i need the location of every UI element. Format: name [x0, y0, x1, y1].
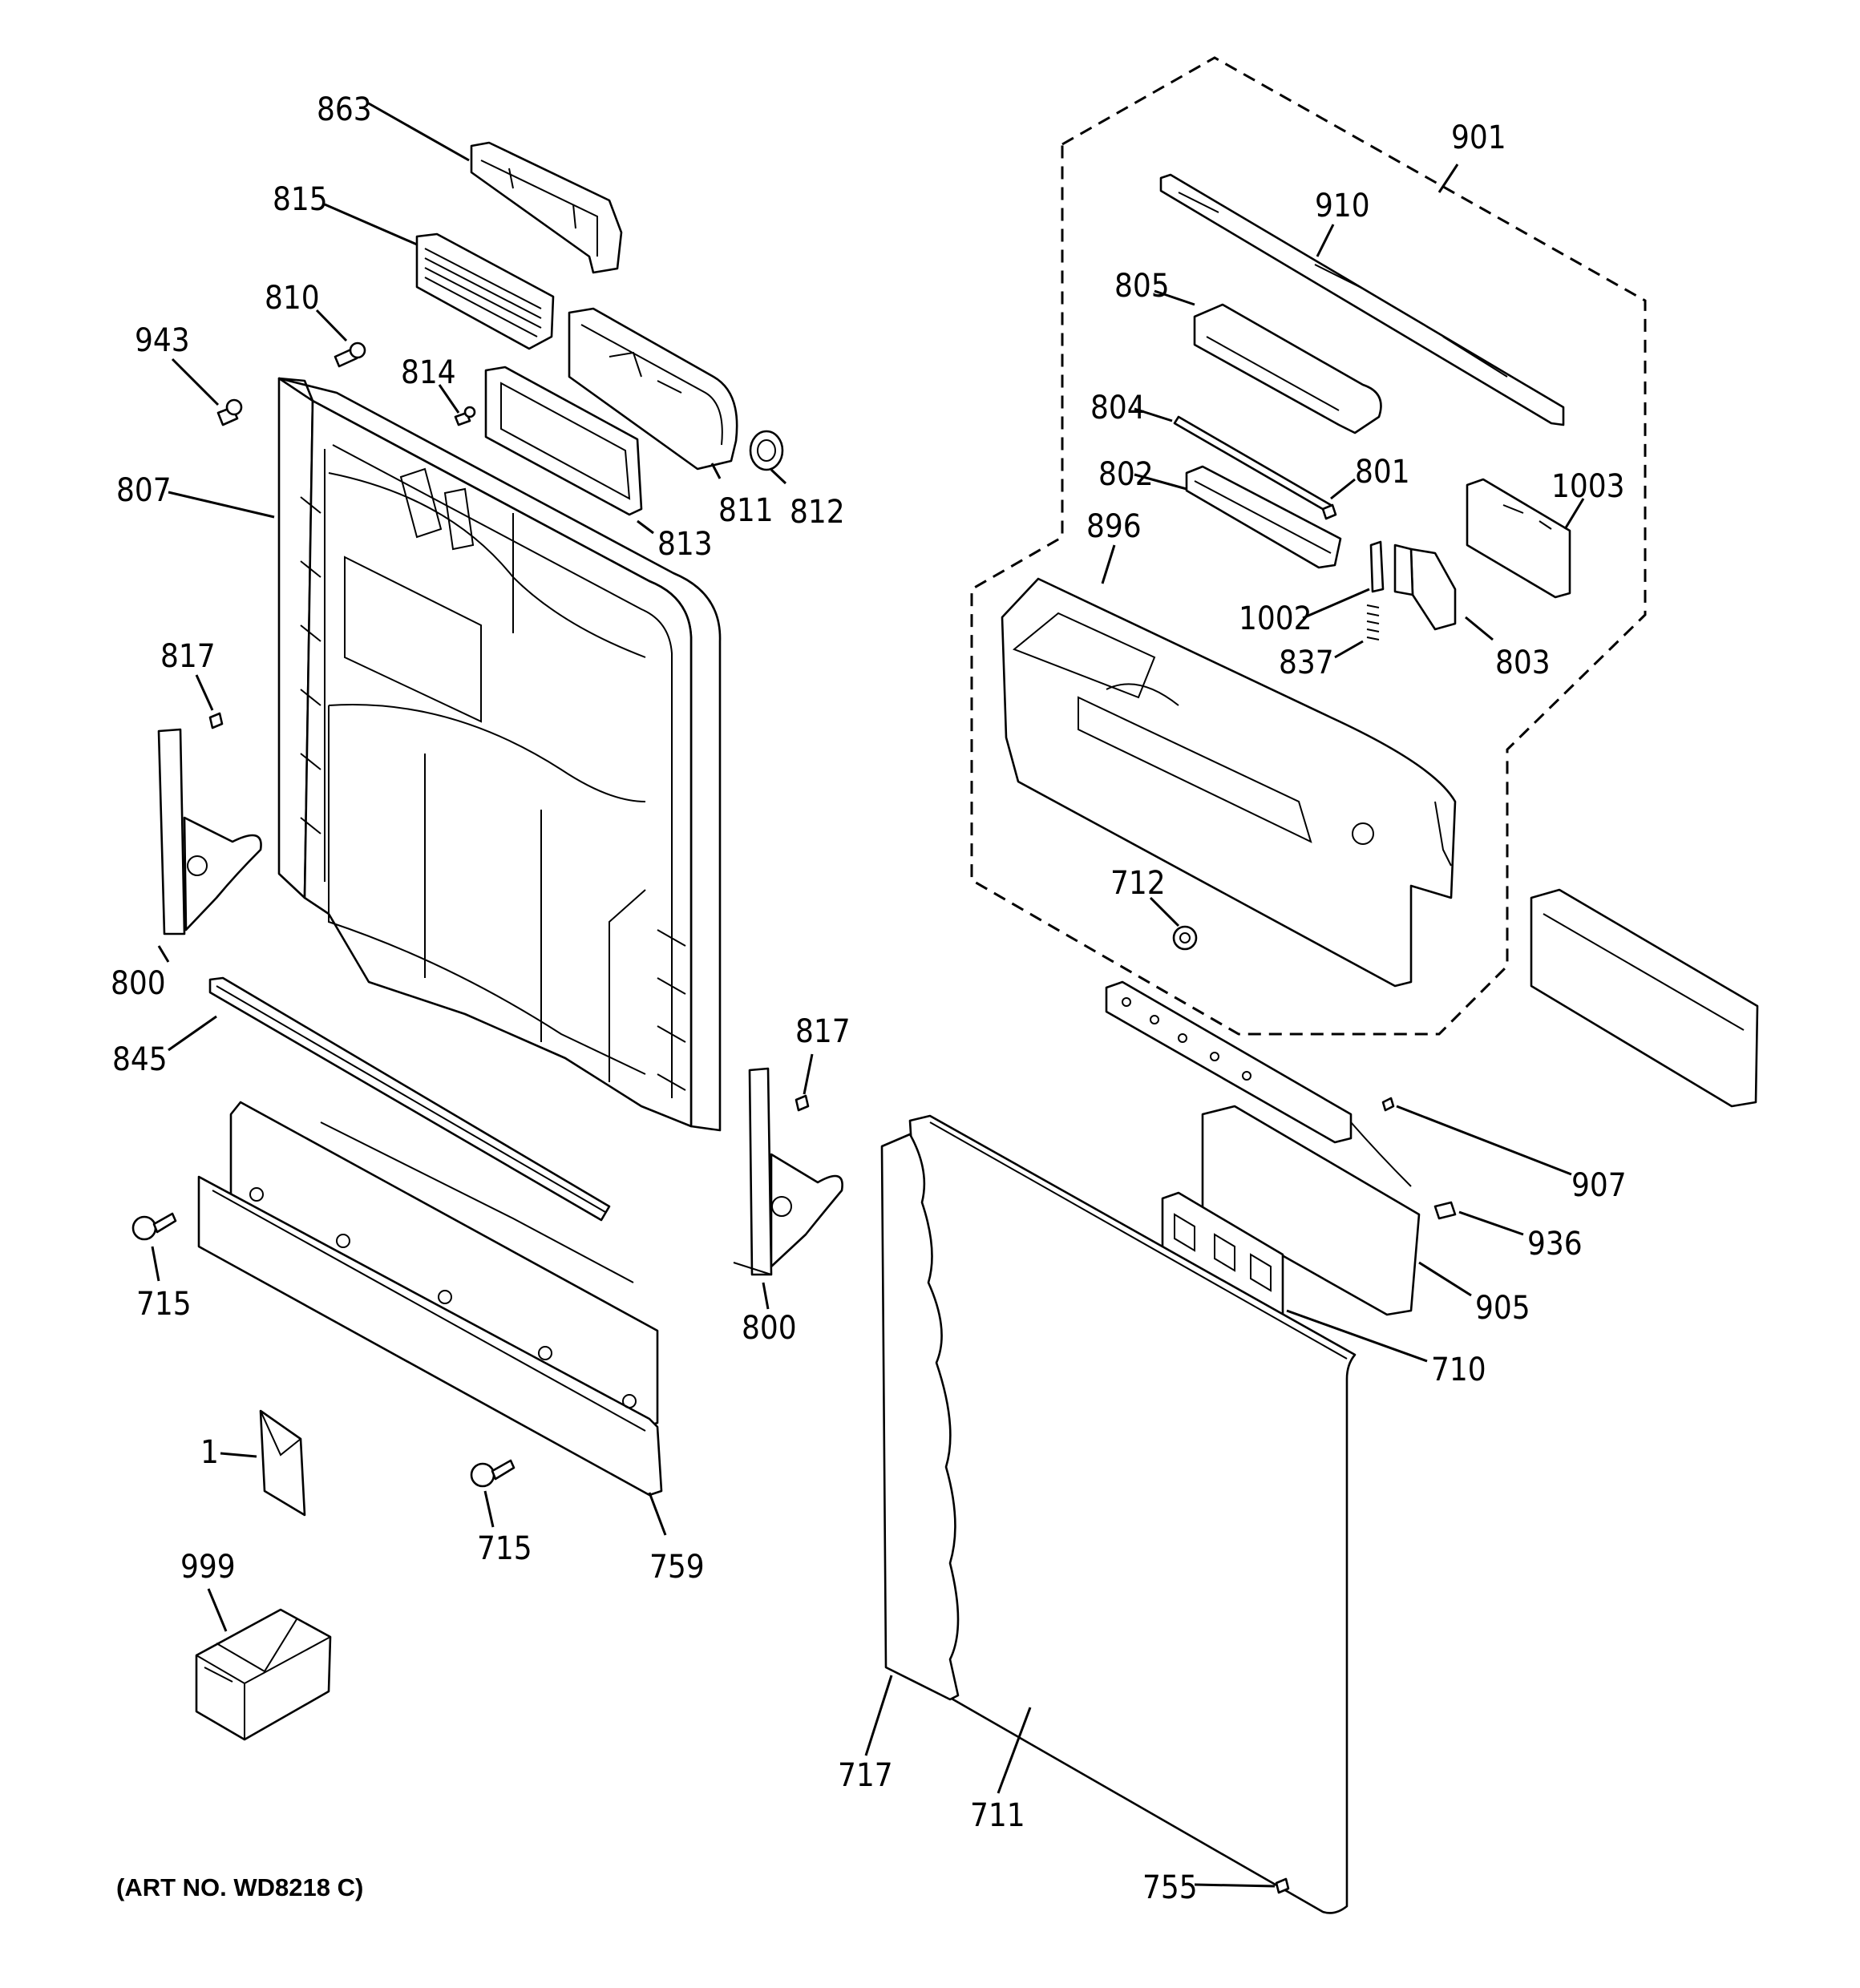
callout-800-left: 800: [111, 965, 166, 1002]
screw-907: [1381, 1097, 1395, 1112]
part-811: [568, 307, 738, 471]
callout-811: 811: [718, 492, 774, 529]
bracket-right: [1530, 888, 1759, 1108]
callout-800-right: 800: [742, 1310, 797, 1347]
literature-envelope-1: [259, 1409, 306, 1517]
callout-910: 910: [1315, 188, 1370, 224]
callout-907: 907: [1571, 1167, 1627, 1204]
screw-810: [334, 341, 366, 368]
callout-1002: 1002: [1239, 600, 1312, 637]
callout-715-center: 715: [477, 1530, 532, 1567]
callout-936: 936: [1527, 1226, 1583, 1263]
console-896: [1001, 577, 1457, 988]
callout-810: 810: [265, 280, 320, 317]
part-802: [1185, 465, 1342, 569]
callout-802: 802: [1098, 456, 1154, 493]
part-815: [415, 232, 555, 350]
callout-804: 804: [1090, 390, 1146, 426]
callout-805: 805: [1114, 268, 1170, 305]
callout-715-left: 715: [136, 1286, 192, 1323]
callout-712: 712: [1110, 865, 1166, 902]
callout-815: 815: [273, 181, 328, 218]
part-863: [470, 141, 623, 274]
callout-813: 813: [657, 526, 713, 563]
art-number: (ART NO. WD8218 C): [116, 1873, 363, 1901]
bottom-panel-759: [197, 1101, 663, 1497]
screw-943: [216, 398, 243, 426]
callout-717: 717: [838, 1757, 893, 1794]
callout-999: 999: [180, 1549, 236, 1586]
callout-759: 759: [649, 1549, 705, 1586]
part-812: [749, 430, 784, 471]
outer-door-711: [880, 1114, 1357, 1914]
box-999: [195, 1608, 332, 1741]
board-905: [1105, 980, 1421, 1316]
callout-863: 863: [317, 91, 372, 128]
callout-710: 710: [1431, 1352, 1486, 1388]
callout-801: 801: [1355, 454, 1410, 491]
group-901-outline: [970, 56, 1647, 1036]
screw-814: [454, 406, 476, 426]
callout-943: 943: [135, 322, 190, 359]
callout-labels: 863 815 810 943 814 807 811 812 813 817 …: [111, 91, 1627, 1906]
callout-711: 711: [970, 1797, 1025, 1834]
clip-936: [1433, 1201, 1457, 1220]
callout-1: 1: [200, 1434, 219, 1471]
callout-817-right: 817: [795, 1013, 851, 1050]
screw-715-left: [131, 1212, 177, 1241]
inner-door-807: [277, 377, 722, 1132]
callout-901: 901: [1451, 119, 1506, 156]
leader-lines: [151, 101, 1585, 1888]
screw-715-center: [470, 1459, 516, 1488]
callout-1003: 1003: [1551, 468, 1625, 505]
screw-755: [1275, 1877, 1290, 1894]
bracket-805: [1193, 303, 1382, 434]
part-813: [484, 366, 643, 516]
callout-814: 814: [401, 354, 456, 391]
callout-845: 845: [112, 1041, 168, 1078]
callout-803: 803: [1495, 644, 1551, 681]
hinge-800-left: [157, 728, 262, 935]
callout-755: 755: [1142, 1869, 1198, 1906]
callout-807: 807: [116, 472, 172, 509]
knob-712: [1172, 925, 1198, 951]
board-1003: [1466, 478, 1571, 599]
callout-905: 905: [1475, 1290, 1530, 1327]
screw-801: [1321, 503, 1337, 520]
callout-896: 896: [1086, 508, 1142, 545]
part-1002: [1369, 540, 1385, 593]
bracket-910: [1159, 173, 1565, 426]
callout-812: 812: [790, 494, 845, 531]
spring-837: [1366, 604, 1380, 640]
switch-803: [1393, 543, 1457, 631]
strip-845: [208, 976, 611, 1222]
callout-817-left: 817: [160, 638, 216, 675]
hinge-800-right: [733, 1067, 843, 1276]
screw-817-left: [208, 712, 224, 729]
callout-837: 837: [1279, 644, 1334, 681]
screw-817-right: [795, 1094, 810, 1112]
